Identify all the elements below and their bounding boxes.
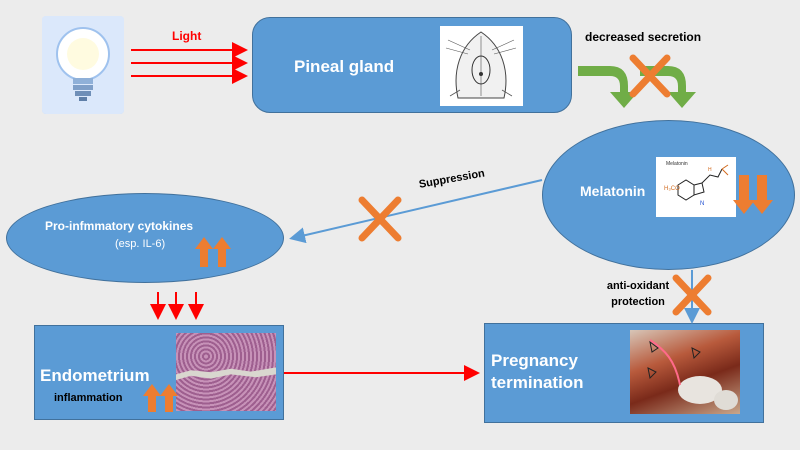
light-label: Light <box>172 29 202 43</box>
svg-text:H: H <box>708 167 712 173</box>
molecule-caption: Melatonin <box>666 161 688 167</box>
antioxidant-line2: protection <box>611 296 665 308</box>
svg-text:N: N <box>700 201 704 207</box>
pregnancy-line1: Pregnancy <box>491 351 578 370</box>
green-secretion-arrows <box>578 66 696 108</box>
decreased-secretion-label: decreased secretion <box>585 30 702 44</box>
antioxidant-line1: anti-oxidant <box>606 280 670 292</box>
cytokines-sublabel: (esp. IL-6) <box>115 238 166 250</box>
melatonin-structure-image: N H <box>656 157 736 217</box>
endometrium-label: Endometrium <box>40 366 150 385</box>
light-bulb-image <box>42 16 124 114</box>
melatonin-label: Melatonin <box>580 183 646 199</box>
inflammation-label: inflammation <box>54 392 123 404</box>
cytokines-label: Pro-infmmatory cytokines <box>45 219 194 233</box>
pineal-gland-label: Pineal gland <box>294 57 395 76</box>
blocked-secretion-cross <box>629 54 671 98</box>
pregnancy-termination-label: Pregnancy termination <box>491 350 584 394</box>
molecule-h3co-label: H₃CO <box>664 186 680 192</box>
blocked-antioxidant-cross <box>672 274 712 316</box>
light-arrows <box>131 42 248 84</box>
blocked-suppression-cross <box>358 196 402 242</box>
uterus-photo <box>630 330 740 414</box>
antioxidant-protection-label: anti-oxidant protection <box>598 278 678 310</box>
cytokines-to-endometrium-arrows <box>150 292 204 320</box>
pregnancy-line2: termination <box>491 373 584 392</box>
suppression-label: Suppression <box>418 167 486 191</box>
rat-head-image <box>440 26 523 106</box>
cytokines-ellipse <box>6 193 284 283</box>
suppression-arrow <box>289 179 543 244</box>
